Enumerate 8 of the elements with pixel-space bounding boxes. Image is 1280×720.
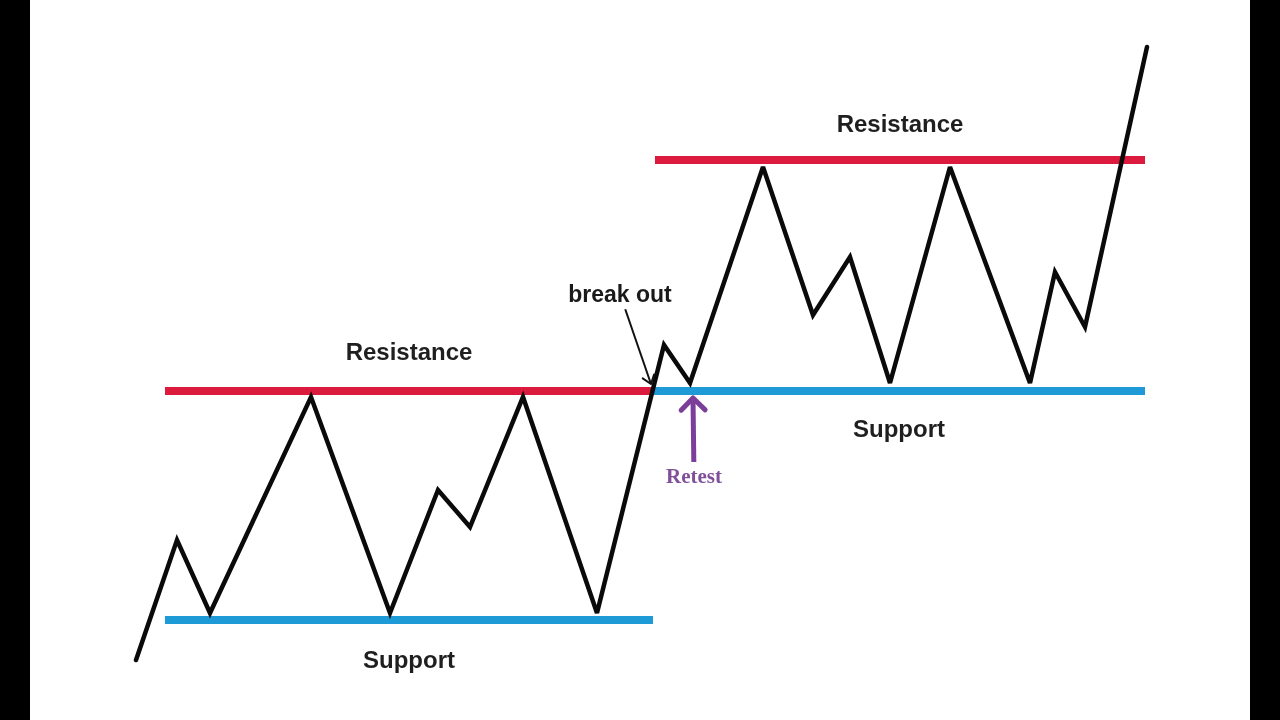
- level-label: Resistance: [836, 110, 964, 138]
- arrow: [624, 308, 656, 385]
- annotation-label: break out: [568, 280, 672, 308]
- level-label: Support: [363, 646, 455, 674]
- annotation-label: Retest: [666, 463, 722, 489]
- level-label: Resistance: [345, 338, 473, 366]
- arrow: [678, 395, 708, 462]
- level-label: Support: [853, 415, 945, 443]
